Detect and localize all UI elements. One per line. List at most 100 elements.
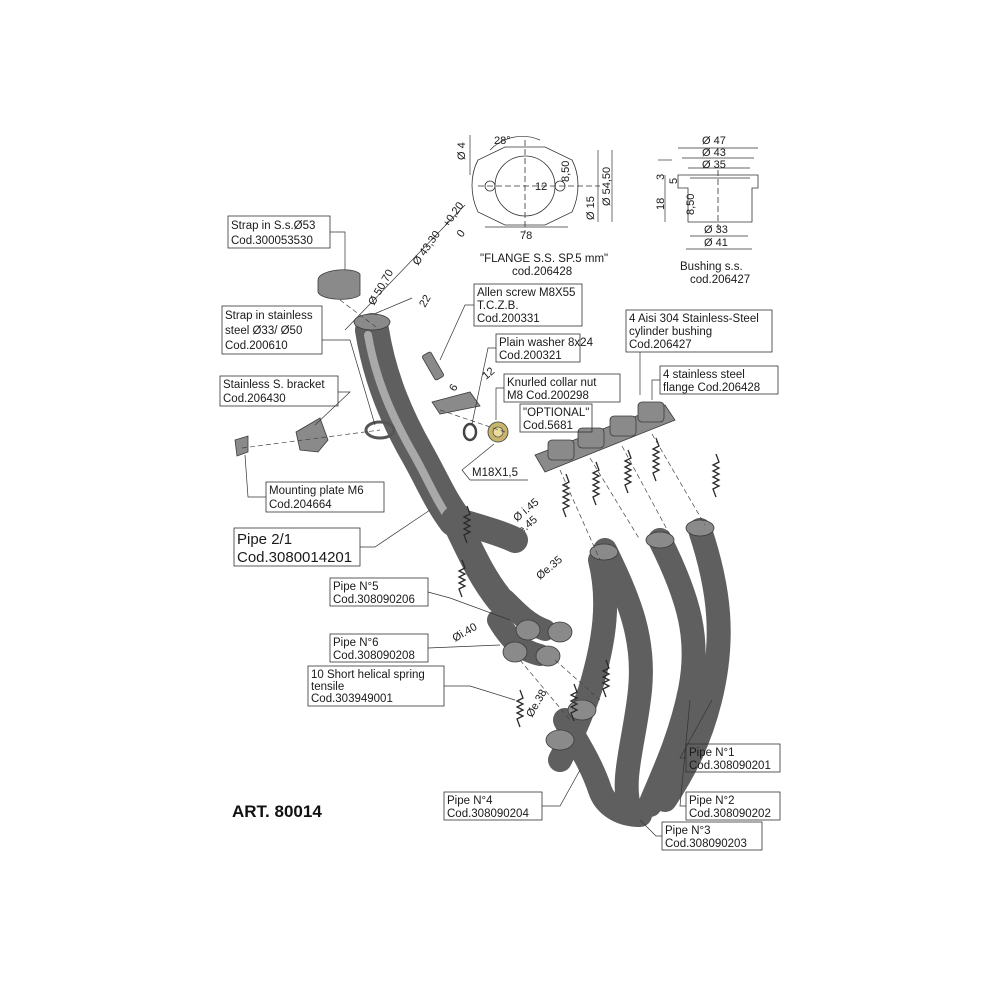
pipe21-name: Pipe 2/1 [237,531,292,548]
strap33-name: Strap in stainless [225,310,313,322]
strap33-code: Cod.200610 [225,340,288,352]
flange-d15-dim: Ø 15 [585,196,597,220]
bushing-h850: 8,50 [685,194,697,215]
flange-code: cod.206428 [512,266,572,278]
pipe2-name: Pipe N°2 [689,795,735,807]
flange4-name: 4 stainless steel [663,369,745,381]
washer-code: Cod.200321 [499,350,562,362]
allen-name: Allen screw M8X55 [477,287,575,299]
flange4-code: flange Cod.206428 [663,382,760,394]
flange-radius-dim: 8,50 [560,161,572,182]
pipe4-code: Cod.308090204 [447,808,529,820]
callout-springs: 10 Short helical spring tensile Cod.3039… [307,665,516,707]
pipe-2 [638,528,706,817]
pipe-3 [593,538,653,822]
bushing-h3: 3 [655,174,667,180]
pipe5-code: Cod.308090206 [333,594,415,606]
flange-width-dim: 78 [520,230,532,242]
springs-type: tensile [311,681,344,693]
optional-name: "OPTIONAL" [523,407,589,419]
callout-m18: M18X1,5 [461,443,528,481]
pipe4-name: Pipe N°4 [447,795,493,807]
pipe-d4330-dim: Ø 43,30 [411,229,443,268]
flange-assembly [534,401,676,473]
m18-label: M18X1,5 [472,467,518,479]
pipe2-code: Cod.308090202 [689,808,771,820]
callout-optional: "OPTIONAL" Cod.5681 [519,403,593,433]
callout-pipe3: Pipe N°3 Cod.308090203 [639,819,763,851]
bushing-h5: 5 [668,178,680,184]
pipe-1 [653,518,731,812]
bushing-d41: Ø 41 [704,237,728,249]
bracket-6-dim: 6 [447,382,460,393]
bushing-d35: Ø 35 [702,159,726,171]
pipe3-code: Cod.308090203 [665,838,747,850]
callout-pipe2: Pipe N°2 Cod.308090202 [679,699,781,821]
springs-code: Cod.303949001 [311,693,393,705]
callout-pipe5: Pipe N°5 Cod.308090206 [329,577,511,621]
springs [457,437,721,728]
pipe-d5070-dim: Ø 50,70 [366,268,396,308]
callout-pipe21: Pipe 2/1 Cod.3080014201 [233,509,431,567]
bushing-h18: 18 [655,198,667,210]
bracket-name: Stainless S. bracket [223,379,325,391]
flange-d5450-dim: Ø 54,50 [601,167,613,206]
pipe6-code: Cod.308090208 [333,650,415,662]
bushing4-type: cylinder bushing [629,326,712,338]
strap53-code: Cod.300053530 [231,235,313,247]
pipe-e38-dim: Øe.38 [524,688,549,720]
allen-code: Cod.200331 [477,313,540,325]
knurled-name: Knurled collar nut [507,377,597,389]
pipe-tol-plus-dim: +0,20 [441,200,467,230]
washer-name: Plain washer 8x24 [499,337,594,349]
flange-drawing: 28° Ø 4 8,50 12 Ø 15 Ø 54,50 78 "FLANGE … [456,135,613,278]
bushing-code: cod.206427 [690,274,750,286]
callout-flange4: 4 stainless steel flange Cod.206428 [651,365,779,400]
pipe-tol-zero-dim: 0 [455,228,468,240]
callout-allen: Allen screw M8X55 T.C.Z.B. Cod.200331 [439,283,583,361]
pipe1-code: Cod.308090201 [689,760,771,772]
callout-mounting: Mounting plate M6 Cod.204664 [244,454,385,513]
pipe6-name: Pipe N°6 [333,637,379,649]
bracket-code: Cod.206430 [223,393,286,405]
flange-hole-dim: Ø 4 [456,142,468,160]
springs-name: 10 Short helical spring [311,669,425,681]
bushing-d47: Ø 47 [702,135,726,147]
knurled-code: M8 Cod.200298 [507,390,589,402]
flange-caption: "FLANGE S.S. SP.5 mm" [480,253,608,265]
pipe-22-dim: 22 [417,293,434,310]
callout-strap53: Strap in S.s.Ø53 Cod.300053530 [227,215,346,270]
callout-bushing4: 4 Aisi 304 Stainless-Steel cylinder bush… [625,309,773,395]
flange-12-dim: 12 [535,181,547,193]
mounting-code: Cod.204664 [269,499,332,511]
callout-strap33: Strap in stainless steel Ø33/ Ø50 Cod.20… [221,305,376,426]
bushing4-name: 4 Aisi 304 Stainless-Steel [629,313,759,325]
callout-pipe6: Pipe N°6 Cod.308090208 [329,633,501,663]
strap33-size: steel Ø33/ Ø50 [225,325,302,337]
callout-pipe4: Pipe N°4 Cod.308090204 [443,769,581,821]
callout-knurled: Knurled collar nut M8 Cod.200298 [495,373,621,420]
flange-angle-dim: 28° [494,135,511,147]
callout-bracket: Stainless S. bracket Cod.206430 [219,375,351,426]
callout-pipe1: Pipe N°1 Cod.308090201 [679,699,781,773]
bushing-caption: Bushing s.s. [680,261,743,273]
allen-spec: T.C.Z.B. [477,300,519,312]
pipe-2-1 [355,313,472,537]
pipe5-name: Pipe N°5 [333,581,379,593]
exhaust-pipes [353,313,731,827]
bushing4-code: Cod.206427 [629,339,692,351]
bushing-drawing: Ø 47 Ø 43 Ø 35 Ø 33 Ø 41 3 5 18 8,50 Bus… [655,135,759,286]
bushing-d43: Ø 43 [702,147,726,159]
bushing-d33: Ø 33 [704,224,728,236]
strap53-name: Strap in S.s.Ø53 [231,220,315,232]
callout-washer: Plain washer 8x24 Cod.200321 [471,333,594,425]
pipe3-name: Pipe N°3 [665,825,711,837]
pipe-i40-dim: Øi.40 [451,621,480,645]
pipe1-name: Pipe N°1 [689,747,735,759]
optional-code: Cod.5681 [523,420,573,432]
pipe-5 [494,589,556,641]
pipe-e35-dim: Øe.35 [534,554,565,582]
article-number: ART. 80014 [232,802,322,821]
mounting-name: Mounting plate M6 [269,485,364,497]
